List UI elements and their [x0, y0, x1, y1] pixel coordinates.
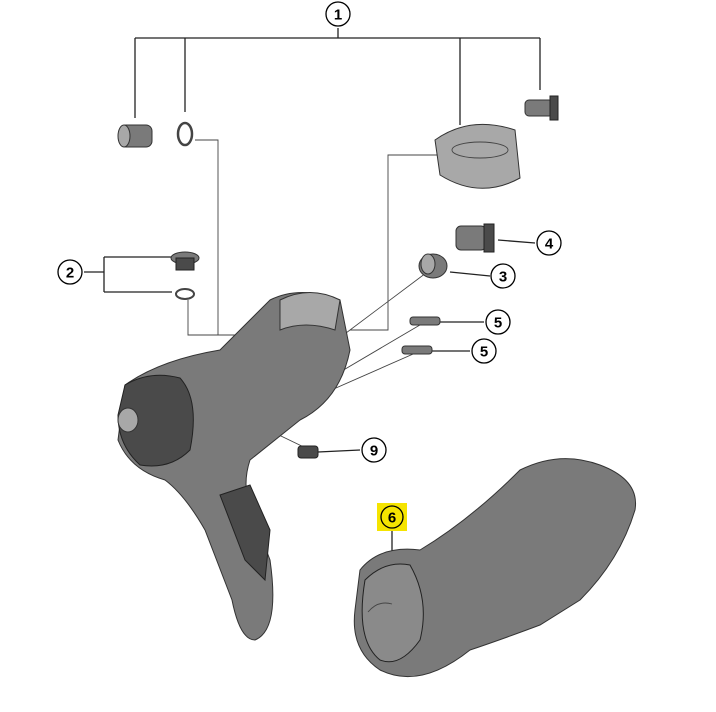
svg-text:3: 3 [499, 269, 507, 286]
svg-text:4: 4 [545, 236, 554, 253]
callout-5a: 5 [485, 309, 511, 335]
hood-cover-part-6 [353, 458, 637, 678]
callout-4: 4 [536, 230, 562, 256]
screw-part-9 [297, 445, 319, 459]
bolt-part-1a [117, 124, 153, 148]
screw-part-5b [401, 345, 433, 355]
clamp-band-part [434, 123, 521, 189]
callout-1: 1 [325, 1, 351, 27]
screw-part-5a [409, 316, 441, 326]
clamp-bolt-part [524, 95, 559, 121]
spacer-part-3 [418, 253, 448, 279]
svg-text:5: 5 [494, 315, 502, 332]
washer-part-2 [175, 288, 195, 300]
callout-5b: 5 [471, 338, 497, 364]
svg-text:1: 1 [334, 7, 342, 24]
shift-lever-body [117, 292, 351, 641]
svg-text:2: 2 [66, 265, 74, 282]
callout-2: 2 [57, 259, 83, 285]
callout-6-highlighted: 6 [377, 503, 407, 531]
o-ring-part [176, 121, 194, 147]
callout-1-leaders [134, 28, 541, 125]
bolt-part-4 [455, 223, 495, 253]
callout-3: 3 [490, 263, 516, 289]
cap-part-2 [170, 251, 200, 271]
callout-9: 9 [361, 437, 387, 463]
svg-text:9: 9 [370, 443, 378, 460]
svg-text:6: 6 [388, 510, 396, 527]
svg-text:5: 5 [480, 344, 488, 361]
callout-2-leaders [84, 256, 172, 293]
